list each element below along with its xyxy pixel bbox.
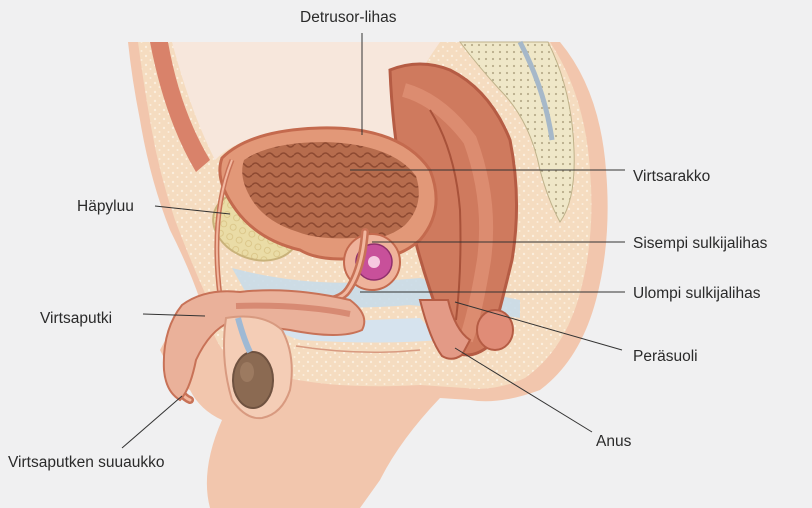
label-virtsaputken-suuaukko: Virtsaputken suuaukko bbox=[8, 455, 165, 471]
label-hapyluu: Häpyluu bbox=[77, 199, 134, 215]
label-ulompi-sulkijalihas: Ulompi sulkijalihas bbox=[633, 286, 761, 302]
label-virtsaputki: Virtsaputki bbox=[40, 311, 112, 327]
label-perasuoli: Peräsuoli bbox=[633, 349, 698, 365]
label-anus: Anus bbox=[596, 434, 631, 450]
label-virtsarakko: Virtsarakko bbox=[633, 169, 710, 185]
testis bbox=[233, 352, 273, 408]
label-sisempi-sulkijalihas: Sisempi sulkijalihas bbox=[633, 236, 767, 252]
label-detrusor: Detrusor-lihas bbox=[300, 10, 396, 26]
